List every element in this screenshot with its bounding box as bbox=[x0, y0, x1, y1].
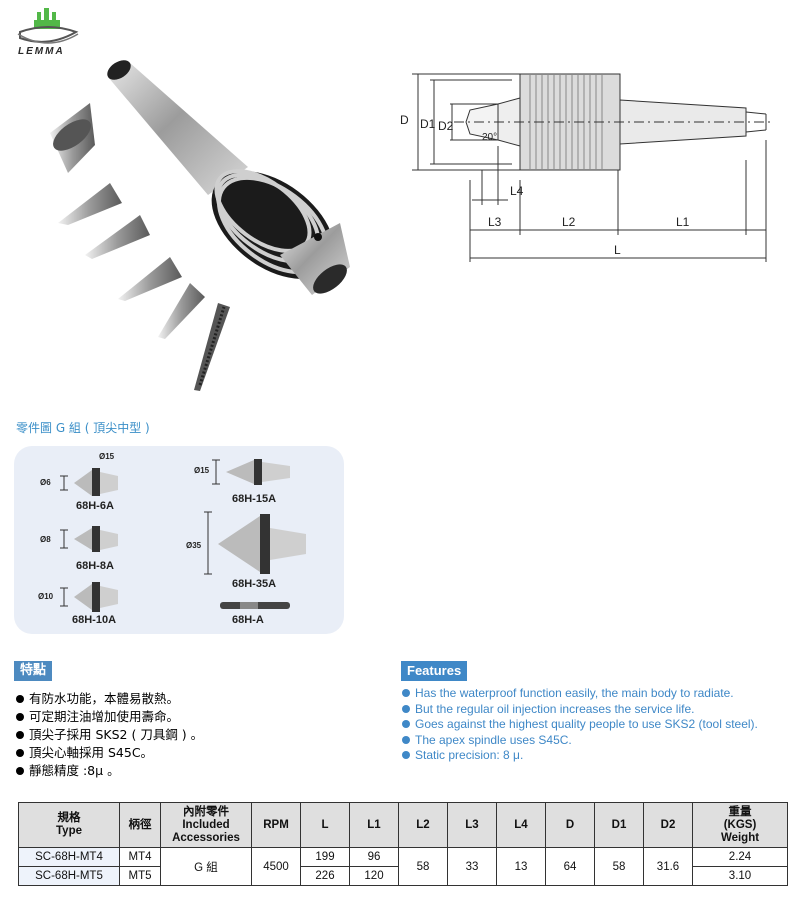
brand-logo: LEMMA bbox=[14, 8, 84, 58]
dim-angle: 20° bbox=[482, 132, 497, 143]
part-15a-dim: Ø15 bbox=[194, 466, 210, 475]
cell-D1: 58 bbox=[594, 847, 644, 886]
dim-D: D bbox=[400, 113, 409, 127]
part-15a-label: 68H-15A bbox=[232, 493, 277, 505]
table-row: SC-68H-MT5 MT5 226 120 3.10 bbox=[18, 866, 788, 886]
list-item: Goes against the highest quality people … bbox=[402, 717, 758, 733]
dim-D2: D2 bbox=[438, 119, 454, 133]
cell-type: SC-68H-MT5 bbox=[18, 866, 120, 886]
part-10a-label: 68H-10A bbox=[72, 614, 117, 626]
technical-drawing: D D1 D2 20° L4 L3 L2 L1 L bbox=[400, 73, 774, 262]
list-item: 頂尖子採用 SKS2 ( 刀具鋼 ) 。 bbox=[16, 726, 203, 744]
list-item: Static precision: 8 μ. bbox=[402, 748, 758, 764]
part-35a-icon bbox=[204, 511, 306, 575]
table-row: SC-68H-MT4 MT4 G 組 4500 199 96 58 33 13 … bbox=[18, 847, 788, 886]
bullet-icon bbox=[402, 720, 410, 728]
features-zh-list: 有防水功能，本體易散熱。 可定期注油增加使用壽命。 頂尖子採用 SKS2 ( 刀… bbox=[16, 690, 203, 780]
cell-type: SC-68H-MT4 bbox=[18, 847, 120, 867]
part-35a-label: 68H-35A bbox=[232, 578, 277, 590]
part-10a-icon bbox=[60, 582, 118, 612]
part-6a-dim2: Ø15 bbox=[99, 452, 115, 461]
dim-L4: L4 bbox=[510, 184, 524, 198]
part-8a-icon bbox=[60, 526, 118, 552]
list-item: The apex spindle uses S45C. bbox=[402, 733, 758, 749]
list-item: 靜態精度 :8μ 。 bbox=[16, 762, 203, 780]
cell-L1: 120 bbox=[349, 866, 399, 886]
cell-L: 226 bbox=[300, 866, 350, 886]
features-en-title: Features bbox=[401, 661, 468, 681]
part-a-label: 68H-A bbox=[232, 614, 264, 626]
live-center-body bbox=[107, 60, 350, 295]
col-weight: 重量(KGS)Weight bbox=[692, 802, 788, 848]
dim-L2: L2 bbox=[562, 215, 576, 229]
cell-L1: 96 bbox=[349, 847, 399, 867]
cell-rpm: 4500 bbox=[251, 847, 301, 886]
part-6a-dim: Ø6 bbox=[40, 478, 51, 487]
part-8a-dim: Ø8 bbox=[40, 535, 51, 544]
list-item: But the regular oil injection increases … bbox=[402, 702, 758, 718]
part-6a-icon bbox=[60, 468, 118, 496]
col-L: L bbox=[300, 802, 350, 848]
cell-L3: 33 bbox=[447, 847, 497, 886]
cell-L2: 58 bbox=[398, 847, 448, 886]
part-a-icon bbox=[220, 602, 290, 609]
parts-title: 零件圖 G 組 ( 頂尖中型 ) bbox=[16, 421, 150, 435]
bullet-icon bbox=[402, 735, 410, 744]
dim-L: L bbox=[614, 243, 621, 257]
col-L4: L4 bbox=[496, 802, 546, 848]
part-35a-dim: Ø35 bbox=[186, 541, 202, 550]
list-item: 有防水功能，本體易散熱。 bbox=[16, 690, 203, 708]
cell-L4: 13 bbox=[496, 847, 546, 886]
list-item: 可定期注油增加使用壽命。 bbox=[16, 708, 203, 726]
part-15a-icon bbox=[212, 459, 290, 485]
features-en-list: Has the waterproof function easily, the … bbox=[402, 686, 758, 764]
cell-shank: MT4 bbox=[119, 847, 161, 867]
list-item: 頂尖心軸採用 S45C。 bbox=[16, 744, 203, 762]
cell-accessories: G 組 bbox=[160, 847, 252, 886]
product-illustration bbox=[50, 60, 350, 391]
bullet-icon bbox=[402, 689, 410, 697]
bullet-icon bbox=[16, 713, 24, 721]
logo-text: LEMMA bbox=[18, 46, 65, 57]
col-L2: L2 bbox=[398, 802, 448, 848]
bullet-icon bbox=[16, 749, 24, 757]
col-L3: L3 bbox=[447, 802, 497, 848]
cell-shank: MT5 bbox=[119, 866, 161, 886]
cell-L: 199 bbox=[300, 847, 350, 867]
cell-weight: 3.10 bbox=[692, 866, 788, 886]
part-8a-label: 68H-8A bbox=[76, 560, 114, 572]
col-shank: 柄徑 bbox=[119, 802, 161, 848]
part-10a-dim: Ø10 bbox=[38, 592, 54, 601]
bullet-icon bbox=[16, 731, 24, 739]
col-D2: D2 bbox=[643, 802, 693, 848]
bullet-icon bbox=[402, 704, 410, 713]
dim-L1: L1 bbox=[676, 215, 690, 229]
col-L1: L1 bbox=[349, 802, 399, 848]
part-6a-label: 68H-6A bbox=[76, 500, 114, 512]
cell-weight: 2.24 bbox=[692, 847, 788, 867]
bullet-icon bbox=[402, 751, 410, 759]
tip-set bbox=[50, 103, 230, 391]
list-item: Has the waterproof function easily, the … bbox=[402, 686, 758, 702]
cell-D2: 31.6 bbox=[643, 847, 693, 886]
dim-L3: L3 bbox=[488, 215, 502, 229]
col-D1: D1 bbox=[594, 802, 644, 848]
bullet-icon bbox=[16, 695, 24, 703]
dim-D1: D1 bbox=[420, 117, 436, 131]
features-zh-title: 特點 bbox=[14, 661, 53, 681]
col-D: D bbox=[545, 802, 595, 848]
bullet-icon bbox=[16, 767, 24, 775]
cell-D: 64 bbox=[545, 847, 595, 886]
logo-icon bbox=[17, 8, 79, 44]
col-rpm: RPM bbox=[251, 802, 301, 848]
